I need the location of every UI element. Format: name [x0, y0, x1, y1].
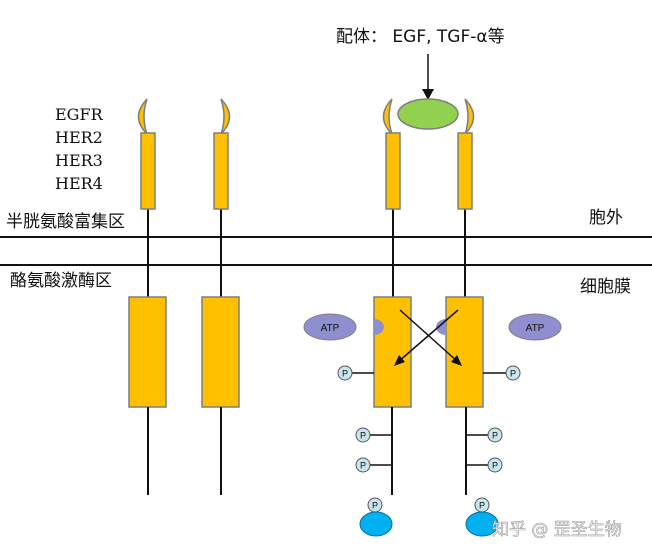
region-cysteine-rich: 半胱氨酸富集区: [6, 212, 125, 232]
effector-protein-left: [359, 511, 393, 537]
atp-text: ATP: [526, 323, 545, 334]
ligand-label: 配体： EGF, TGF-α等: [336, 27, 505, 47]
phospho-circle: [505, 365, 521, 381]
phospho-circle: [487, 427, 503, 443]
phospho-text: P: [360, 461, 366, 471]
phospho-text: P: [342, 369, 348, 379]
watermark: 知乎 @ 罡圣生物: [492, 520, 622, 540]
phospho-text: P: [360, 431, 366, 441]
phospho-text: P: [492, 461, 498, 471]
phospho-text: P: [479, 501, 485, 511]
region-tyrosine-kinase: 酪氨酸激酶区: [10, 271, 112, 291]
receptor-cap: [464, 98, 475, 135]
extracellular-domain: [457, 132, 473, 210]
atp-right: ATP: [508, 313, 562, 341]
inactive-receptor-2: [201, 98, 240, 495]
phospho-text: P: [372, 501, 378, 511]
phospho-right-tail-1: P: [466, 427, 503, 443]
ligand-ellipse: [397, 98, 459, 130]
kinase-domain: [201, 296, 240, 408]
atp-text: ATP: [321, 323, 340, 334]
cross-phosphorylation-arrows: [394, 309, 462, 366]
phospho-text: P: [492, 431, 498, 441]
kinase-domain: [445, 296, 484, 408]
inactive-receptor-1: [128, 98, 167, 495]
extracellular-domain: [140, 132, 156, 210]
arrow-right-to-left: [397, 309, 459, 363]
phospho-left-kinase: P: [337, 365, 374, 381]
extracellular-domain: [213, 132, 229, 210]
receptor-cap: [137, 98, 148, 135]
phospho-right-terminal: P: [474, 497, 490, 513]
phospho-circle: [337, 365, 353, 381]
region-extracellular: 胞外: [589, 208, 623, 228]
phospho-left-terminal: P: [367, 497, 383, 513]
ligand-arrow-head: [422, 89, 434, 100]
arrow-head: [394, 355, 405, 366]
phospho-circle: [355, 427, 371, 443]
atp-ellipse: [303, 313, 357, 341]
atp-ellipse: [508, 313, 562, 341]
effector-protein-right: [465, 511, 499, 537]
arrow-head: [451, 355, 462, 366]
extracellular-domain: [385, 132, 401, 210]
phospho-text: P: [510, 369, 516, 379]
phospho-right-kinase: P: [483, 365, 521, 381]
atp-binding-pocket: [374, 319, 384, 335]
region-cell-membrane: 细胞膜: [580, 277, 631, 297]
phospho-right-tail-2: P: [466, 457, 503, 473]
active-receptor-left: [373, 98, 412, 495]
receptor-name-egfr: EGFR: [55, 105, 104, 124]
receptor-name-her4: HER4: [55, 174, 103, 193]
receptor-cap: [220, 98, 231, 135]
receptor-name-her3: HER3: [55, 151, 103, 170]
receptor-cap: [382, 98, 393, 135]
phospho-left-tail-2: P: [355, 457, 392, 473]
atp-left: ATP: [303, 313, 357, 341]
phospho-circle: [355, 457, 371, 473]
phospho-circle: [487, 457, 503, 473]
kinase-domain: [128, 296, 167, 408]
receptor-name-her2: HER2: [55, 128, 103, 147]
kinase-domain: [373, 296, 412, 408]
phospho-left-tail-1: P: [355, 427, 392, 443]
